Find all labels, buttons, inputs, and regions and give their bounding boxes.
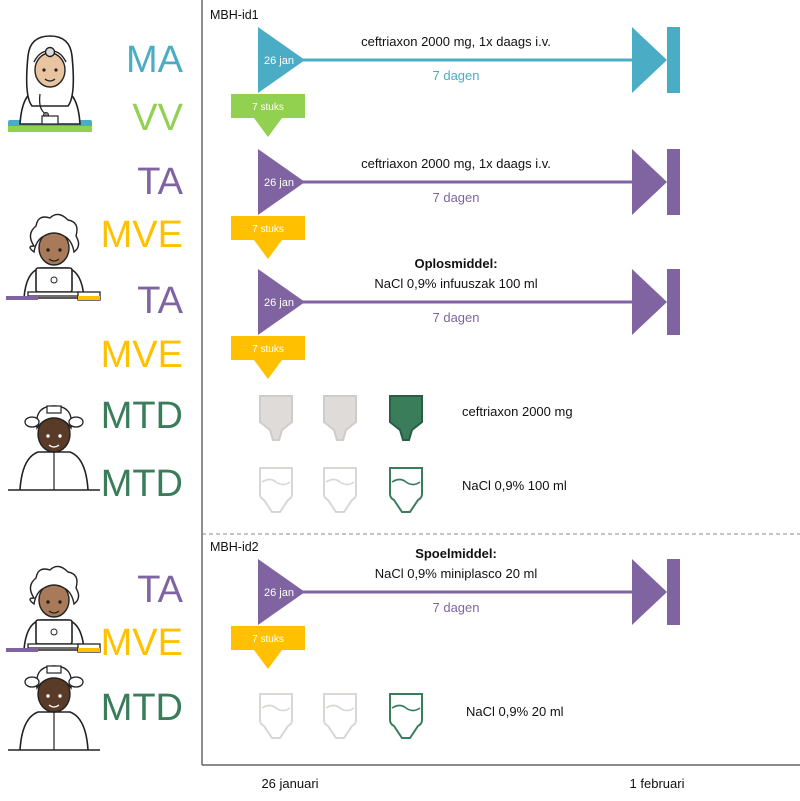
duration-label: 7 dagen — [433, 190, 480, 205]
start-triangle-marker — [258, 269, 305, 335]
start-date-label: 26 jan — [264, 297, 294, 309]
role-label-mtd: MTD — [101, 395, 183, 437]
role-label-mve: MVE — [101, 214, 183, 256]
infusion-bag-icon — [389, 693, 423, 739]
medication-label: NaCl 0,9% infuuszak 100 ml — [374, 276, 537, 291]
medication-label: ceftriaxon 2000 mg, 1x daags i.v. — [361, 34, 551, 49]
role-label-ta: TA — [137, 569, 183, 611]
start-triangle-marker — [258, 149, 305, 215]
pharmacist-laptop-avatar-icon — [5, 565, 101, 653]
dispense-marker-ghost-icon — [323, 395, 357, 441]
start-date-label: 26 jan — [264, 55, 294, 67]
medication-label: NaCl 0,9% miniplasco 20 ml — [375, 566, 538, 581]
duration-label: 7 dagen — [433, 600, 480, 615]
end-stop-bar — [667, 559, 680, 625]
start-triangle-marker — [258, 27, 305, 93]
pharmacist-laptop-avatar-icon — [5, 213, 101, 301]
dispense-marker-ghost-icon — [259, 395, 293, 441]
mve-quantity-flag: 7 stuks — [231, 216, 305, 259]
timeline-bar-ta-solvent: 26 jan Oplosmiddel: NaCl 0,9% infuuszak … — [258, 256, 680, 335]
end-triangle-marker — [632, 149, 667, 215]
end-triangle-marker — [632, 269, 667, 335]
role-label-mtd: MTD — [101, 463, 183, 505]
axis-end-date: 1 februari — [630, 776, 685, 791]
dispense-label-nacl-20: NaCl 0,9% 20 ml — [466, 704, 564, 719]
flag-label: 7 stuks — [252, 224, 284, 235]
timeline-bar-ta: 26 jan ceftriaxon 2000 mg, 1x daags i.v.… — [258, 149, 680, 215]
start-triangle-marker — [258, 559, 305, 625]
start-date-label: 26 jan — [264, 587, 294, 599]
flag-label: 7 stuks — [252, 344, 284, 355]
vv-quantity-flag: 7 stuks — [231, 94, 305, 137]
timeline-bar-ta-flush: 26 jan Spoelmiddel: NaCl 0,9% miniplasco… — [258, 546, 680, 625]
role-label-vv: VV — [132, 97, 183, 139]
infusion-bag-icon — [323, 693, 357, 739]
role-label-ta: TA — [137, 161, 183, 203]
infusion-bag-icon — [389, 467, 423, 513]
medication-title: Spoelmiddel: — [415, 546, 497, 561]
doctor-avatar-icon — [7, 35, 93, 133]
end-triangle-marker — [632, 27, 667, 93]
role-label-ta: TA — [137, 280, 183, 322]
dispense-label-ceftriaxon: ceftriaxon 2000 mg — [462, 404, 573, 419]
flag-label: 7 stuks — [252, 634, 284, 645]
section-id-1: MBH-id1 — [210, 8, 259, 22]
start-date-label: 26 jan — [264, 177, 294, 189]
technician-avatar-icon — [7, 665, 101, 751]
end-stop-bar — [667, 149, 680, 215]
flag-label: 7 stuks — [252, 102, 284, 113]
role-label-mtd: MTD — [101, 687, 183, 729]
duration-label: 7 dagen — [433, 310, 480, 325]
section-id-2: MBH-id2 — [210, 540, 259, 554]
infusion-bag-icon — [323, 467, 357, 513]
role-label-mve: MVE — [101, 622, 183, 664]
medication-title: Oplosmiddel: — [414, 256, 497, 271]
dispense-label-nacl-100: NaCl 0,9% 100 ml — [462, 478, 567, 493]
role-label-ma: MA — [126, 39, 184, 81]
end-triangle-marker — [632, 559, 667, 625]
infusion-bag-icon — [259, 467, 293, 513]
axis-start-date: 26 januari — [261, 776, 318, 791]
mve-quantity-flag: 7 stuks — [231, 626, 305, 669]
infusion-bag-icon — [259, 693, 293, 739]
end-stop-bar — [667, 269, 680, 335]
role-label-mve: MVE — [101, 334, 183, 376]
end-stop-bar — [667, 27, 680, 93]
timeline-bar-ma: 26 jan ceftriaxon 2000 mg, 1x daags i.v.… — [258, 27, 680, 93]
dispense-marker-filled-icon — [389, 395, 423, 441]
duration-label: 7 dagen — [433, 68, 480, 83]
mve-quantity-flag: 7 stuks — [231, 336, 305, 379]
technician-avatar-icon — [7, 405, 101, 491]
medication-label: ceftriaxon 2000 mg, 1x daags i.v. — [361, 156, 551, 171]
